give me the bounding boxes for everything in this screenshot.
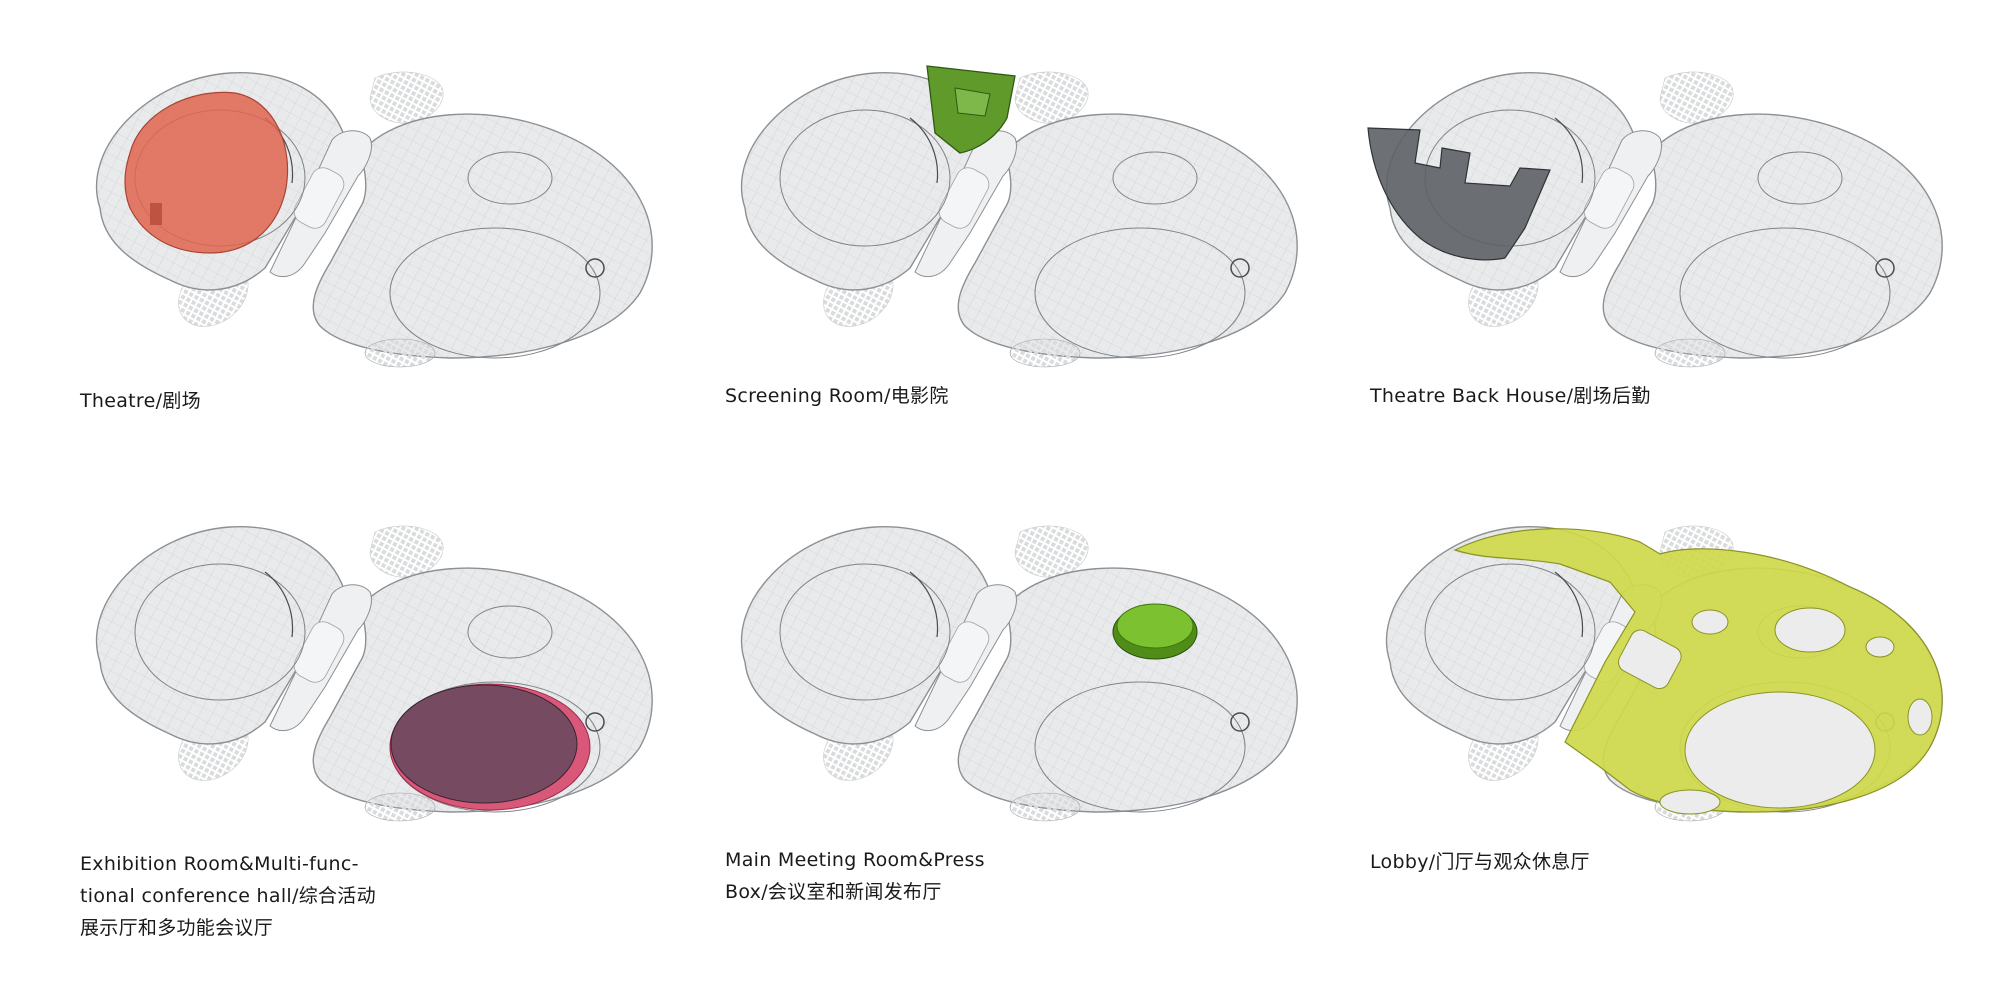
caption-line: 展示厅和多功能会议厅	[80, 917, 274, 939]
lower-dome	[364, 338, 436, 368]
meeting-volume	[1116, 603, 1194, 649]
building-diagram-main-meeting-room	[740, 525, 1298, 822]
right-shell-grid	[313, 114, 653, 358]
caption-lobby: Lobby/门厅与观众休息厅	[1370, 846, 1590, 878]
stair-core	[585, 258, 605, 278]
right-shell-grid	[958, 568, 1298, 812]
caption-exhibition-room: Exhibition Room&Multi-func- tional confe…	[80, 848, 376, 944]
lower-dome	[364, 792, 436, 822]
stair-curve	[1554, 117, 1584, 184]
building-diagram-screening-room	[740, 65, 1298, 368]
panel-theatre-back-house: Theatre Back House/剧场后勤	[1360, 58, 2000, 528]
lobby-void-meeting	[1774, 607, 1846, 653]
left-shell-grid	[96, 526, 346, 744]
lower-dome	[1009, 338, 1081, 368]
meeting-outline	[467, 151, 553, 205]
panel-exhibition-room: Exhibition Room&Multi-func- tional confe…	[70, 512, 710, 982]
stair-core	[585, 712, 605, 732]
panel-lobby: Lobby/门厅与观众休息厅	[1360, 512, 2000, 982]
right-shell-grid	[1603, 114, 1943, 358]
stair-core	[1230, 712, 1250, 732]
upper-pavilion	[1014, 71, 1089, 124]
lower-dome	[1009, 792, 1081, 822]
panel-main-meeting-room: Main Meeting Room&Press Box/会议室和新闻发布厅	[715, 512, 1355, 982]
caption-line: Box/会议室和新闻发布厅	[725, 881, 942, 903]
caption-line: Lobby/门厅与观众休息厅	[1370, 851, 1590, 873]
upper-pavilion	[369, 71, 444, 124]
right-shell-grid	[958, 114, 1298, 358]
lobby-void-small	[1865, 636, 1895, 658]
theatre-outline	[1424, 563, 1596, 701]
panel-screening-room: Screening Room/电影院	[715, 58, 1355, 528]
left-shell-grid	[1386, 526, 1635, 744]
stair-core	[1230, 258, 1250, 278]
theatre-outline	[779, 563, 951, 701]
caption-screening-room: Screening Room/电影院	[725, 380, 949, 412]
stair-curve	[1554, 571, 1584, 638]
lobby-void-small	[1907, 698, 1933, 736]
caption-line: Theatre/剧场	[80, 390, 201, 412]
caption-theatre-back-house: Theatre Back House/剧场后勤	[1370, 380, 1651, 412]
hall-outline	[1034, 681, 1246, 813]
left-shell-grid	[741, 526, 990, 744]
building-diagram-theatre	[95, 71, 653, 368]
upper-pavilion	[1014, 525, 1089, 578]
lobby-void-small	[1691, 609, 1729, 635]
theatre-outline	[134, 563, 306, 701]
meeting-outline	[1757, 151, 1843, 205]
caption-main-meeting-room: Main Meeting Room&Press Box/会议室和新闻发布厅	[725, 844, 985, 908]
backhouse-volume	[1367, 127, 1551, 261]
lobby-void-core	[1617, 629, 1682, 690]
theatre-outline	[779, 109, 951, 247]
panel-theatre: Theatre/剧场	[70, 58, 710, 528]
lobby-void-dome	[1659, 789, 1721, 815]
building-diagram-exhibition-room	[95, 525, 653, 822]
caption-line: Main Meeting Room&Press	[725, 849, 985, 871]
screening-top	[954, 87, 991, 117]
stair-curve	[264, 571, 294, 638]
exhibition-volume	[390, 684, 578, 804]
caption-line: Exhibition Room&Multi-func-	[80, 853, 359, 875]
lobby-void-hall	[1684, 691, 1876, 809]
building-diagram-theatre-back-house	[1367, 71, 1943, 368]
caption-line: tional conference hall/综合活动	[80, 885, 376, 907]
lower-dome	[1654, 338, 1726, 368]
theatre-detail	[150, 203, 162, 225]
stair-curve	[909, 571, 939, 638]
theatre-volume	[124, 91, 289, 254]
meeting-outline	[1112, 151, 1198, 205]
caption-theatre: Theatre/剧场	[80, 385, 201, 417]
building-diagram-lobby	[1385, 525, 1943, 822]
stair-curve	[909, 117, 939, 184]
meeting-outline	[467, 605, 553, 659]
hall-outline	[1679, 227, 1891, 359]
upper-pavilion	[369, 525, 444, 578]
upper-pavilion	[1659, 71, 1734, 124]
left-shell-grid	[741, 72, 990, 290]
hall-outline	[1034, 227, 1246, 359]
hall-outline	[389, 227, 601, 359]
caption-line: Screening Room/电影院	[725, 385, 949, 407]
caption-line: Theatre Back House/剧场后勤	[1370, 385, 1651, 407]
stair-core	[1875, 258, 1895, 278]
